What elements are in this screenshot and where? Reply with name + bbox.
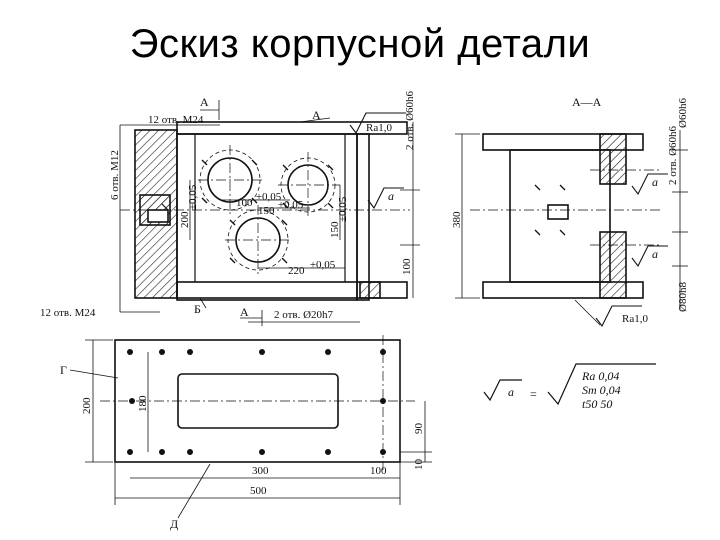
legend-symbol: a [508,385,514,399]
section-bore-note: 2 отв. Ø60h6 [667,125,679,185]
bottom-boss-hatch [359,281,381,299]
section-slot [547,204,569,220]
plan-holes [127,349,386,455]
plan-view-labels: Г Д 200 180 300 100 500 90 10 [60,363,425,531]
roughness-legend: a = Ra 0,04 Sm 0,04 t50 50 [483,363,656,411]
dim-right-150-tol: ±0,05 [337,196,349,222]
section-dia-top: Ø60h6 [677,98,689,128]
section-roughness-a2: a [652,247,658,261]
plan-dim-10: 10 [413,459,425,471]
top-flange [176,121,408,135]
holes-left-note: 6 отв. M12 [109,150,121,200]
section-view-labels: A—A 380 Ø60h6 Ø80h8 2 отв. Ø60h6 a a Ra1… [451,95,689,325]
plan-dim-300: 300 [252,465,269,477]
roughness-top: Ra1,0 [366,122,392,134]
roughness-symbol-front: a [388,189,394,203]
right-wall [356,133,370,301]
section-mark-bottom: A [240,305,249,319]
bore-top-note: 2 отв. Ø60h6 [404,90,416,150]
section-body [509,149,611,283]
dim-150: 150 [258,205,275,217]
front-view [119,100,420,326]
front-view-labels: A 12 отв. M24 A Ra1,0 2 отв. Ø60h6 6 отв… [40,90,416,321]
plan-dim-180: 180 [137,395,149,412]
front-body-outline [176,133,358,301]
plan-dim-500: 500 [250,485,267,497]
section-label: A—A [572,95,602,109]
legend-sm: Sm 0,04 [582,383,621,397]
slide-title: Эскиз корпусной детали [129,22,591,66]
dim-100: 100 [236,197,253,209]
section-roughness-a1: a [652,175,658,189]
face-a-label: A [312,108,321,122]
section-hatch-bottom [599,231,627,299]
plan-label-g: Г [60,363,67,377]
plan-label-d: Д [170,517,178,531]
face-b-label: Б [194,302,201,316]
bore-bottom-note: 2 отв. Ø20h7 [274,309,334,321]
plan-dim-200: 200 [81,397,93,414]
section-dim-380: 380 [451,211,463,228]
dim-right-100: 100 [401,258,413,275]
dim-150-tol: ±0,05 [278,199,304,211]
holes-bottom-note: 12 отв. M24 [40,307,96,319]
plan-view [69,335,432,519]
dim-200: 200 [179,211,191,228]
section-view [455,130,688,328]
dim-220: 220 [288,265,305,277]
dim-220-tol: ±0,05 [310,259,336,271]
left-boss-slot [147,209,169,223]
legend-ra: Ra 0,04 [581,369,619,383]
dim-right-150: 150 [329,221,341,238]
plan-dim-100: 100 [370,465,387,477]
section-dia-bottom: Ø80h8 [677,282,689,312]
legend-equals: = [530,387,537,401]
section-mark-top: A [200,95,209,109]
section-roughness-bottom: Ra1,0 [622,313,648,325]
dim-100-tol: ±0,05 [256,191,282,203]
holes-top-note: 12 отв. M24 [148,114,204,126]
dim-200-tol: ±0,05 [187,184,199,210]
section-hatch-top [599,133,627,185]
plan-dim-90: 90 [413,423,425,435]
bottom-plate [176,281,408,299]
legend-t: t50 50 [582,397,612,411]
